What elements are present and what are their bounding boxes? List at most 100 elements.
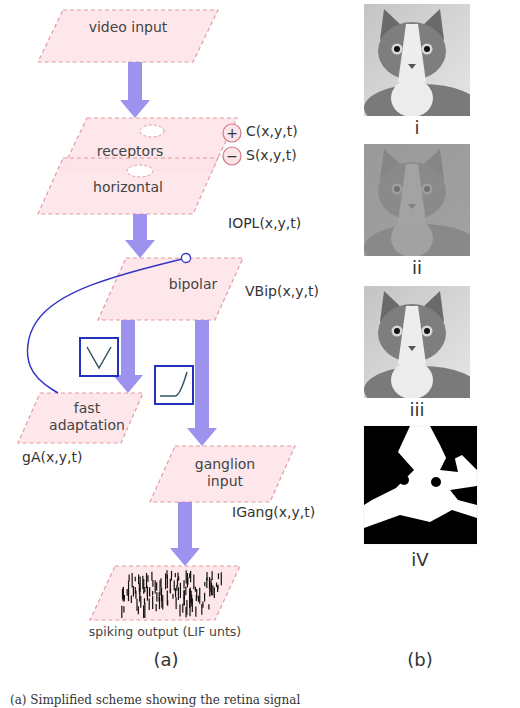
ramp-curve bbox=[160, 372, 187, 396]
spike-line bbox=[172, 594, 173, 599]
spike-line bbox=[144, 598, 145, 604]
photo-original bbox=[364, 4, 480, 132]
signal-label: gA(x,y,t) bbox=[22, 448, 82, 466]
spike-line bbox=[201, 604, 202, 615]
spike-line bbox=[152, 580, 153, 587]
spike-line bbox=[129, 574, 130, 581]
spike-line bbox=[176, 585, 177, 590]
feedback-line bbox=[28, 258, 186, 393]
spike-line bbox=[167, 575, 168, 589]
parallelogram-plane bbox=[150, 446, 295, 502]
photo-spikes-blob bbox=[431, 477, 441, 487]
flow-arrow bbox=[195, 320, 209, 428]
spike-line bbox=[159, 592, 160, 602]
spike-line bbox=[140, 596, 141, 608]
spike-line bbox=[171, 576, 172, 580]
spike-line bbox=[147, 575, 148, 582]
spike-line bbox=[147, 587, 148, 601]
spike-line bbox=[210, 579, 211, 592]
plane-label: fast adaptation bbox=[44, 400, 130, 434]
spike-line bbox=[138, 575, 139, 584]
spike-line bbox=[167, 600, 168, 606]
plane-outline bbox=[90, 566, 240, 620]
spike-line bbox=[199, 588, 200, 604]
spike-line bbox=[151, 572, 152, 581]
spike-line bbox=[138, 606, 139, 614]
flow-arrow bbox=[121, 320, 135, 375]
spike-line bbox=[135, 587, 136, 594]
spike-line bbox=[161, 602, 162, 608]
retina-layer-plane: horizontal bbox=[38, 158, 218, 214]
spike-raster bbox=[122, 570, 221, 618]
spike-line bbox=[209, 582, 210, 597]
photo-opl bbox=[364, 144, 480, 272]
panel-label: (b) bbox=[390, 649, 450, 671]
spike-line bbox=[135, 591, 136, 599]
spike-line bbox=[180, 583, 181, 598]
spike-line bbox=[123, 592, 124, 601]
spike-line bbox=[142, 576, 143, 589]
spike-line bbox=[212, 585, 213, 595]
spike-line bbox=[182, 604, 183, 613]
v-curve bbox=[87, 347, 111, 368]
photo-spikes-blob bbox=[440, 446, 458, 472]
panel-label: iii bbox=[387, 399, 447, 421]
photo-spikes bbox=[364, 426, 477, 544]
spike-line bbox=[185, 587, 186, 596]
spike-line bbox=[122, 589, 123, 600]
photo-spikes-blob bbox=[450, 486, 477, 505]
flow-arrow bbox=[133, 214, 147, 240]
spike-line bbox=[160, 578, 161, 587]
photo-bipolar bbox=[364, 286, 480, 414]
retina-layer-plane: bipolar bbox=[98, 258, 243, 320]
spike-line bbox=[193, 575, 194, 590]
spike-line bbox=[123, 606, 124, 612]
spike-line bbox=[135, 577, 136, 582]
spike-line bbox=[133, 586, 134, 597]
parallelogram-plane bbox=[18, 393, 143, 443]
parallelogram-plane bbox=[90, 566, 240, 620]
photo-spikes-background bbox=[364, 426, 477, 544]
spike-line bbox=[218, 573, 219, 579]
spike-line bbox=[144, 587, 145, 592]
plane-label: ganglion input bbox=[185, 456, 265, 490]
photo-spikes-blob bbox=[364, 510, 477, 544]
spike-line bbox=[161, 587, 162, 601]
spike-line bbox=[214, 587, 215, 598]
spike-line bbox=[178, 576, 179, 580]
spike-line bbox=[127, 589, 128, 596]
spike-line bbox=[183, 580, 184, 588]
photo-opl-background bbox=[364, 144, 470, 256]
spike-line bbox=[191, 591, 192, 607]
spike-line bbox=[165, 573, 166, 589]
spike-line bbox=[156, 604, 157, 611]
retina-layer-plane: fast adaptation bbox=[18, 393, 143, 443]
spike-line bbox=[217, 585, 218, 589]
panel-label: iV bbox=[390, 549, 450, 571]
photo-spikes-blob bbox=[384, 442, 402, 462]
spike-line bbox=[184, 590, 185, 599]
spike-line bbox=[128, 591, 129, 601]
spike-line bbox=[121, 606, 122, 618]
panel-label: (a) bbox=[136, 649, 196, 671]
signal-label: VBip(x,y,t) bbox=[245, 282, 319, 300]
spike-line bbox=[186, 570, 187, 583]
spike-line bbox=[139, 588, 140, 595]
spike-line bbox=[204, 593, 205, 602]
spike-line bbox=[177, 572, 178, 580]
spike-line bbox=[152, 596, 153, 609]
spike-line bbox=[216, 583, 217, 587]
rectifier-icon bbox=[80, 338, 118, 376]
spike-line bbox=[209, 577, 210, 589]
spike-line bbox=[202, 602, 203, 608]
spike-line bbox=[143, 605, 144, 618]
spike-line bbox=[171, 571, 172, 577]
spike-line bbox=[190, 587, 191, 603]
photo-spikes-blob bbox=[364, 426, 414, 505]
spike-line bbox=[143, 579, 144, 594]
spike-line bbox=[123, 587, 124, 597]
spike-line bbox=[159, 597, 160, 609]
spike-line bbox=[189, 589, 190, 601]
